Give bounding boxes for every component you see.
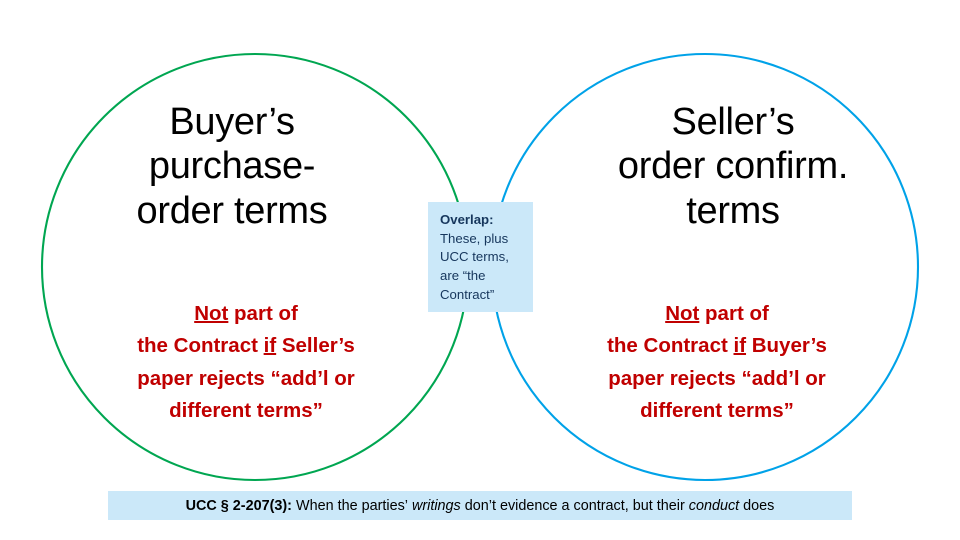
ucc-caption-bar: UCC § 2-207(3):When the parties’writings… xyxy=(108,491,852,520)
caption-italic-2: conduct xyxy=(688,497,740,514)
left-circle-caveat: Not part of the Contract if Seller’s pap… xyxy=(60,298,432,428)
caption-text-1: When the parties’ xyxy=(295,497,408,514)
left-circle-title: Buyer’s purchase- order terms xyxy=(136,101,328,232)
caption-text-2: don’t evidence a contract, but their xyxy=(464,497,685,514)
right-circle-caveat: Not part of the Contract if Buyer’s pape… xyxy=(528,298,906,428)
caveat-line: different terms” xyxy=(169,399,323,423)
caveat-line: paper rejects “add’l or xyxy=(137,366,355,390)
overlap-label: Overlap: xyxy=(440,212,494,227)
caveat-line: different terms” xyxy=(640,399,794,423)
caveat-line: the Contract if Seller’s xyxy=(137,334,355,358)
caption-citation: UCC § 2-207(3): xyxy=(185,497,292,514)
overlap-callout: Overlap: These, plus UCC terms, are “the… xyxy=(428,202,533,312)
right-circle-title: Seller’s order confirm. terms xyxy=(617,101,849,232)
caption-italic-1: writings xyxy=(411,497,461,514)
caveat-line: Not part of xyxy=(665,302,769,325)
caveat-line: the Contract if Buyer’s xyxy=(607,334,827,358)
caveat-line: paper rejects “add’l or xyxy=(608,366,826,390)
caption-text-3: does xyxy=(743,497,775,514)
overlap-body-text: These, plus UCC terms, are “the Contract… xyxy=(440,230,509,302)
caveat-line: Not part of xyxy=(194,302,298,325)
